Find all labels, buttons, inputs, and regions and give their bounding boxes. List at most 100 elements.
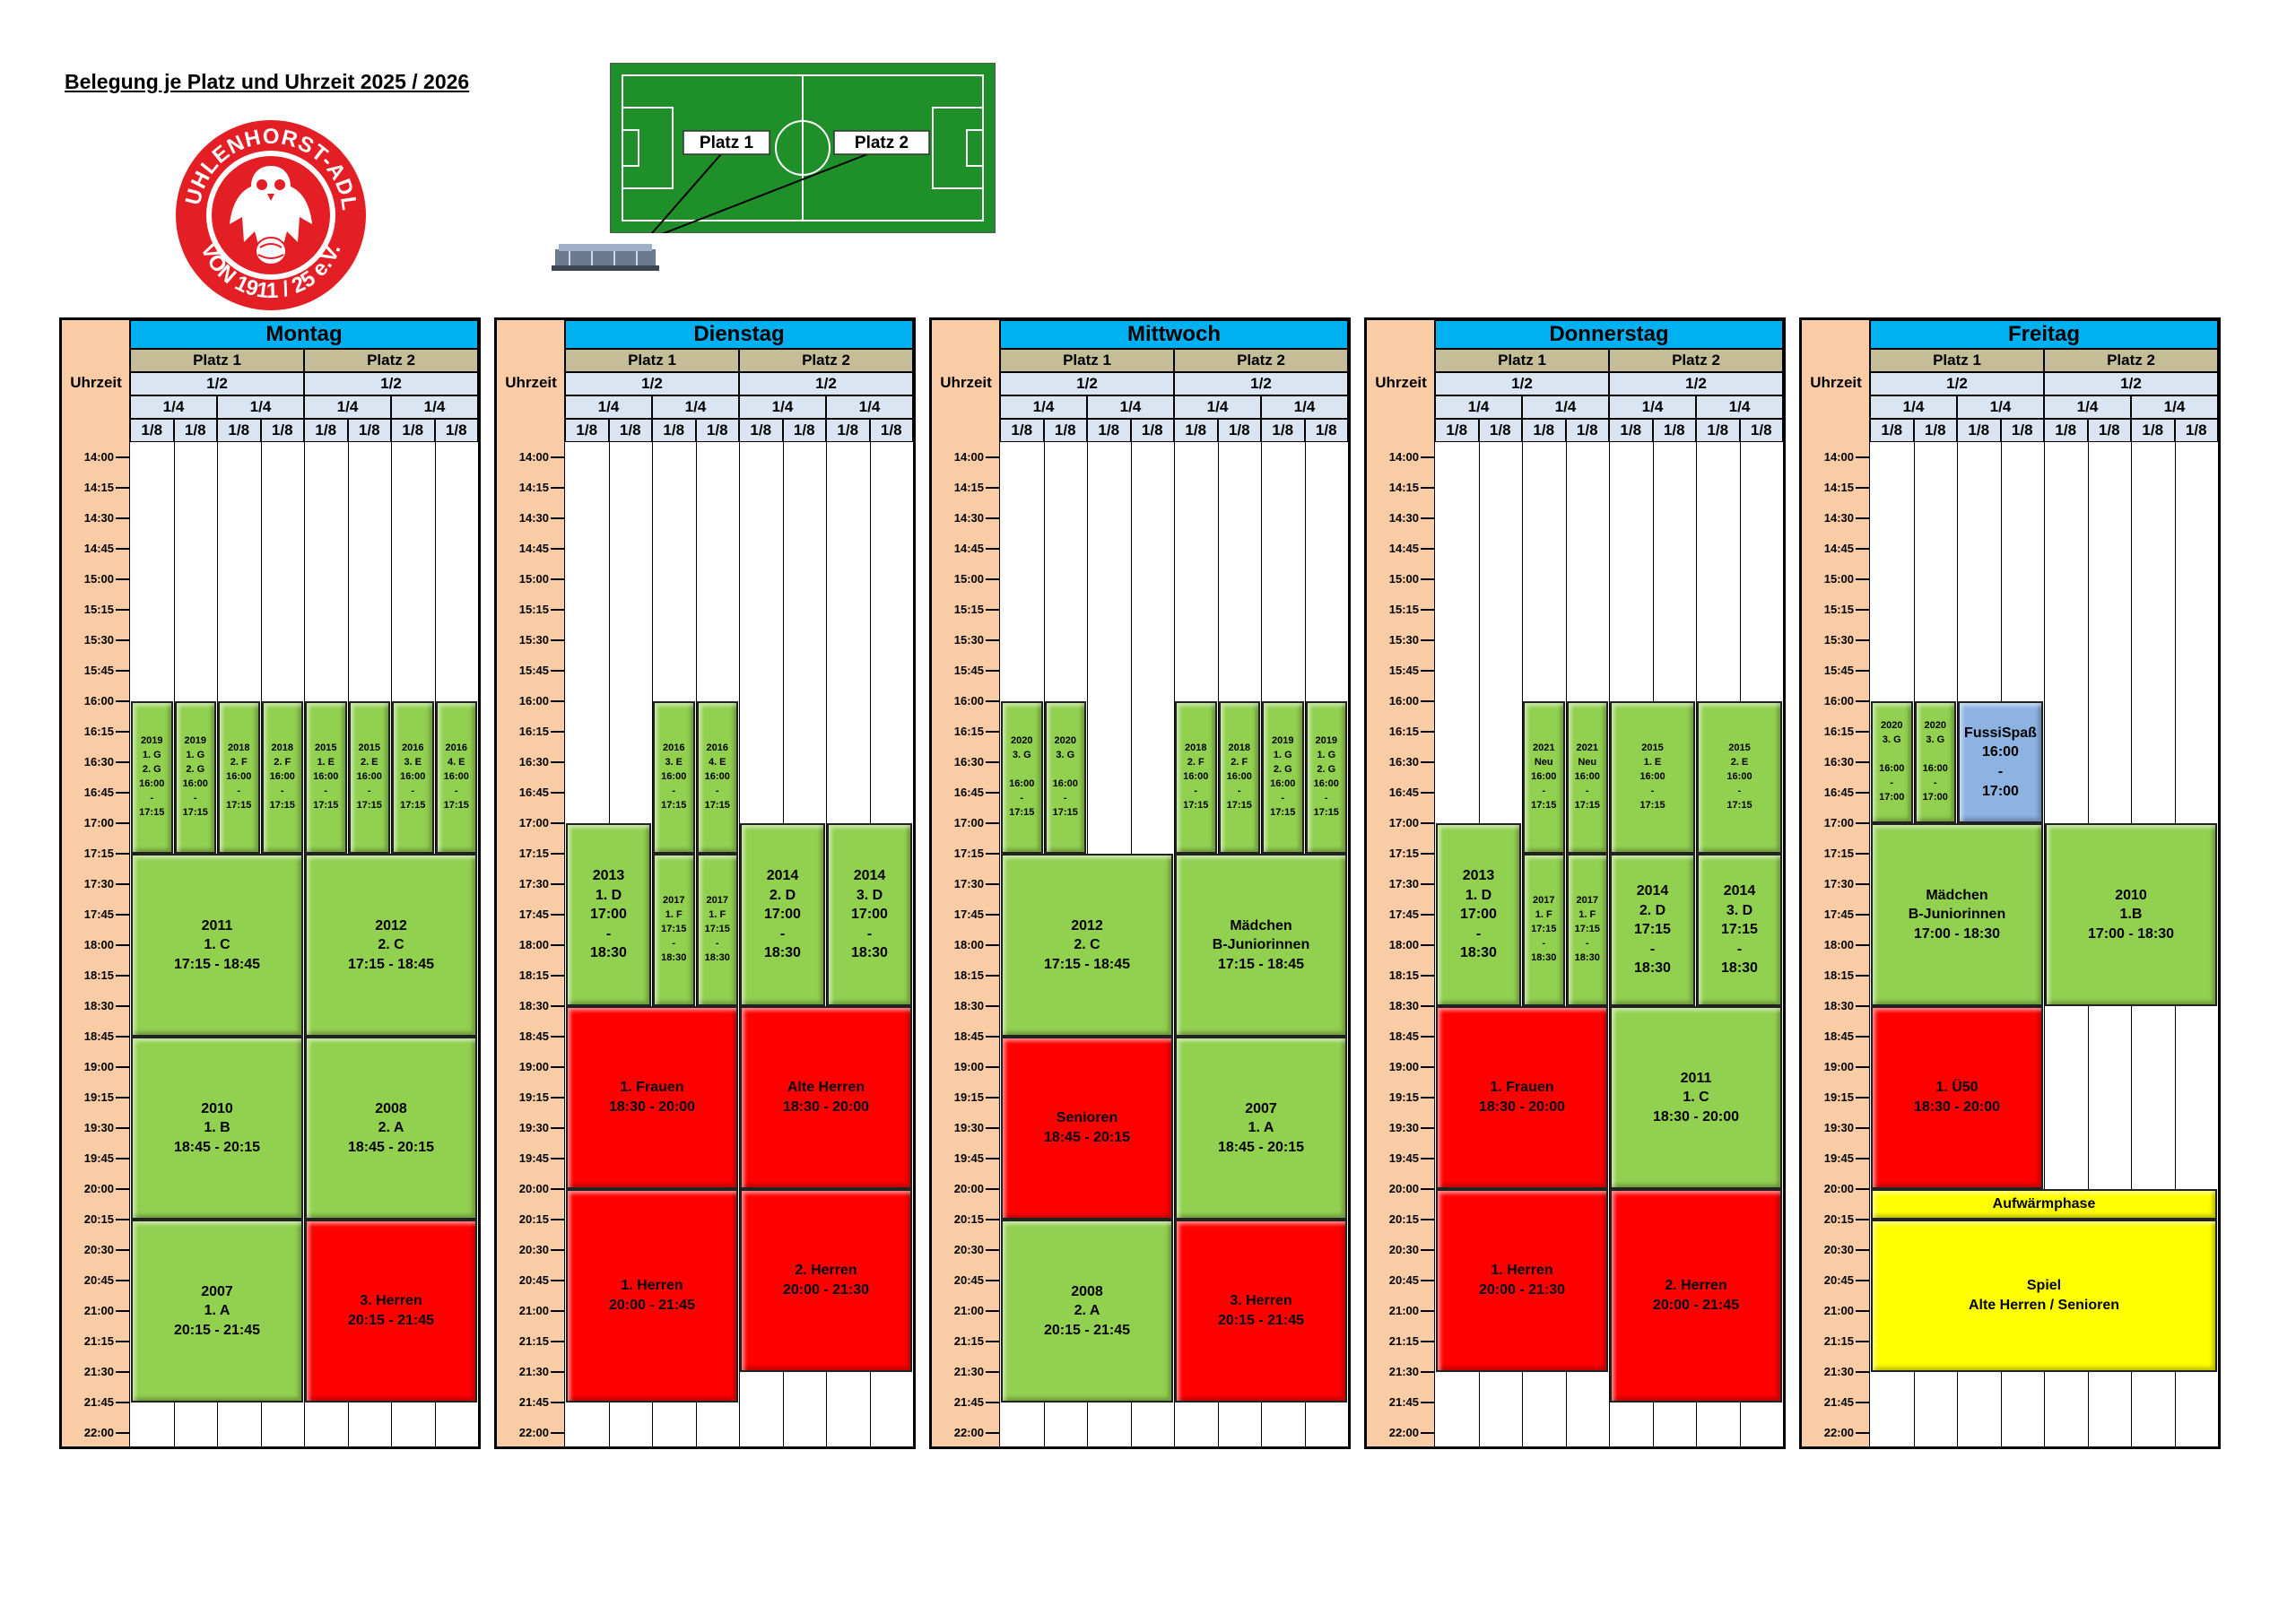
booking-block[interactable]: 2017 1. F 17:15 - 18:30 — [1566, 854, 1608, 1006]
booking-block[interactable]: 2007 1. A 20:15 - 21:45 — [131, 1220, 303, 1403]
time-label: 15:15 — [83, 603, 114, 616]
booking-block[interactable]: 2007 1. A 18:45 - 20:15 — [1175, 1037, 1347, 1220]
time-tick — [116, 609, 130, 611]
time-tick — [116, 1188, 130, 1190]
time-tick — [116, 792, 130, 794]
booking-block[interactable]: 2008 2. A 20:15 - 21:45 — [1001, 1220, 1173, 1403]
time-label: 20:15 — [1823, 1212, 1854, 1226]
booking-block[interactable]: Senioren 18:45 - 20:15 — [1001, 1037, 1173, 1220]
booking-block[interactable]: Mädchen B-Juniorinnen 17:00 - 18:30 — [1871, 823, 2043, 1006]
eighth-header: 1/8 — [1435, 419, 1479, 442]
booking-block[interactable]: 2015 2. E 16:00 - 17:15 — [1697, 701, 1782, 854]
time-tick — [551, 609, 565, 611]
half-header: 1/2 — [2044, 372, 2218, 395]
time-tick — [1421, 731, 1435, 733]
booking-block[interactable]: 2021 Neu 16:00 - 17:15 — [1523, 701, 1565, 854]
booking-block[interactable]: 2020 3. G 16:00 - 17:00 — [1871, 701, 1913, 823]
quarter-header: 1/4 — [739, 395, 826, 419]
booking-block[interactable]: Alte Herren 18:30 - 20:00 — [740, 1006, 912, 1189]
booking-block[interactable]: 2012 2. C 17:15 - 18:45 — [1001, 854, 1173, 1037]
time-tick — [1856, 1066, 1870, 1068]
booking-block[interactable]: 1. Frauen 18:30 - 20:00 — [566, 1006, 738, 1189]
quarter-header: 1/4 — [1609, 395, 1696, 419]
time-tick — [986, 1158, 1000, 1159]
booking-block[interactable]: 2015 1. E 16:00 - 17:15 — [305, 701, 347, 854]
booking-block[interactable]: 2021 Neu 16:00 - 17:15 — [1566, 701, 1608, 854]
booking-block[interactable]: 3. Herren 20:15 - 21:45 — [1175, 1220, 1347, 1403]
booking-block[interactable]: 1. Herren 20:00 - 21:30 — [1436, 1189, 1608, 1372]
time-label: 21:15 — [83, 1334, 114, 1348]
booking-block[interactable]: 1. Frauen 18:30 - 20:00 — [1436, 1006, 1608, 1189]
booking-block[interactable]: Spiel Alte Herren / Senioren — [1871, 1220, 2217, 1372]
booking-block[interactable]: 2014 2. D 17:15 - 18:30 — [1610, 854, 1695, 1006]
booking-block[interactable]: 2014 3. D 17:15 - 18:30 — [1697, 854, 1782, 1006]
day-name: Montag — [130, 320, 478, 349]
booking-block[interactable]: 2014 3. D 17:00 - 18:30 — [827, 823, 912, 1006]
time-label: 20:30 — [1823, 1243, 1854, 1256]
booking-block[interactable]: 2011 1. C 18:30 - 20:00 — [1610, 1006, 1782, 1189]
time-tick — [551, 1341, 565, 1342]
booking-block[interactable]: 2018 2. F 16:00 - 17:15 — [1218, 701, 1260, 854]
booking-block[interactable]: 2013 1. D 17:00 - 18:30 — [566, 823, 651, 1006]
booking-block[interactable]: 1. Herren 20:00 - 21:45 — [566, 1189, 738, 1403]
booking-block[interactable]: 2008 2. A 18:45 - 20:15 — [305, 1037, 477, 1220]
time-label: 14:30 — [518, 511, 549, 525]
booking-block[interactable]: 2016 4. E 16:00 - 17:15 — [696, 701, 738, 854]
booking-block[interactable]: 2019 1. G 2. G 16:00 - 17:15 — [1262, 701, 1304, 854]
booking-block[interactable]: 2013 1. D 17:00 - 18:30 — [1436, 823, 1521, 1006]
booking-block[interactable]: 2020 3. G 16:00 - 17:00 — [1914, 701, 1956, 823]
booking-block[interactable]: 2010 1.B 17:00 - 18:30 — [2045, 823, 2217, 1006]
booking-block[interactable]: 2018 2. F 16:00 - 17:15 — [1175, 701, 1217, 854]
time-tick — [1421, 548, 1435, 550]
time-tick — [1421, 578, 1435, 580]
time-tick — [1421, 1371, 1435, 1373]
time-tick — [551, 487, 565, 489]
booking-block[interactable]: 2011 1. C 17:15 - 18:45 — [131, 854, 303, 1037]
eighth-header: 1/8 — [565, 419, 609, 442]
eighth-header: 1/8 — [1565, 419, 1609, 442]
booking-block[interactable]: 2019 1. G 2. G 16:00 - 17:15 — [1305, 701, 1347, 854]
booking-block[interactable]: 2015 2. E 16:00 - 17:15 — [348, 701, 390, 854]
booking-block[interactable]: 2016 3. E 16:00 - 17:15 — [392, 701, 434, 854]
time-label: 19:30 — [83, 1121, 114, 1134]
booking-block[interactable]: 2017 1. F 17:15 - 18:30 — [696, 854, 738, 1006]
booking-block[interactable]: 2019 1. G 2. G 16:00 - 17:15 — [174, 701, 216, 854]
booking-block[interactable]: 2017 1. F 17:15 - 18:30 — [653, 854, 695, 1006]
time-tick — [1856, 670, 1870, 672]
booking-block[interactable]: 2018 2. F 16:00 - 17:15 — [261, 701, 303, 854]
time-label: 14:30 — [1388, 511, 1419, 525]
quarter-header: 1/4 — [1522, 395, 1609, 419]
booking-block[interactable]: 2018 2. F 16:00 - 17:15 — [218, 701, 260, 854]
booking-block[interactable]: 2010 1. B 18:45 - 20:15 — [131, 1037, 303, 1220]
booking-block[interactable]: 2019 1. G 2. G 16:00 - 17:15 — [131, 701, 173, 854]
platz2-header: Platz 2 — [2044, 349, 2218, 372]
quarter-header: 1/4 — [304, 395, 391, 419]
time-label: 16:45 — [953, 786, 984, 799]
booking-block[interactable]: Mädchen B-Juniorinnen 17:15 - 18:45 — [1175, 854, 1347, 1037]
quarter-header: 1/4 — [565, 395, 652, 419]
booking-block[interactable]: 2017 1. F 17:15 - 18:30 — [1523, 854, 1565, 1006]
booking-block[interactable]: FussiSpaß 16:00 - 17:00 — [1958, 701, 2043, 823]
booking-block[interactable]: 2020 3. G 16:00 - 17:15 — [1001, 701, 1043, 854]
booking-block[interactable]: 2. Herren 20:00 - 21:30 — [740, 1189, 912, 1372]
booking-block[interactable]: 2015 1. E 16:00 - 17:15 — [1610, 701, 1695, 854]
booking-block[interactable]: 2016 3. E 16:00 - 17:15 — [653, 701, 695, 854]
time-tick — [1421, 1036, 1435, 1038]
grid-line — [2044, 442, 2045, 1446]
eighth-header: 1/8 — [608, 419, 652, 442]
booking-block[interactable]: 2012 2. C 17:15 - 18:45 — [305, 854, 477, 1037]
quarter-header: 1/4 — [826, 395, 913, 419]
booking-block[interactable]: 2020 3. G 16:00 - 17:15 — [1044, 701, 1086, 854]
booking-block[interactable]: 2. Herren 20:00 - 21:45 — [1610, 1189, 1782, 1403]
time-label: 19:30 — [1823, 1121, 1854, 1134]
booking-block[interactable]: 2016 4. E 16:00 - 17:15 — [435, 701, 477, 854]
time-label: 15:00 — [83, 572, 114, 586]
booking-block[interactable]: 3. Herren 20:15 - 21:45 — [305, 1220, 477, 1403]
time-tick — [1856, 1219, 1870, 1220]
booking-block[interactable]: 2014 2. D 17:00 - 18:30 — [740, 823, 825, 1006]
booking-block[interactable]: Aufwärmphase — [1871, 1189, 2217, 1220]
time-tick — [1421, 822, 1435, 824]
time-tick — [986, 914, 1000, 916]
booking-block[interactable]: 1. Ü50 18:30 - 20:00 — [1871, 1006, 2043, 1189]
